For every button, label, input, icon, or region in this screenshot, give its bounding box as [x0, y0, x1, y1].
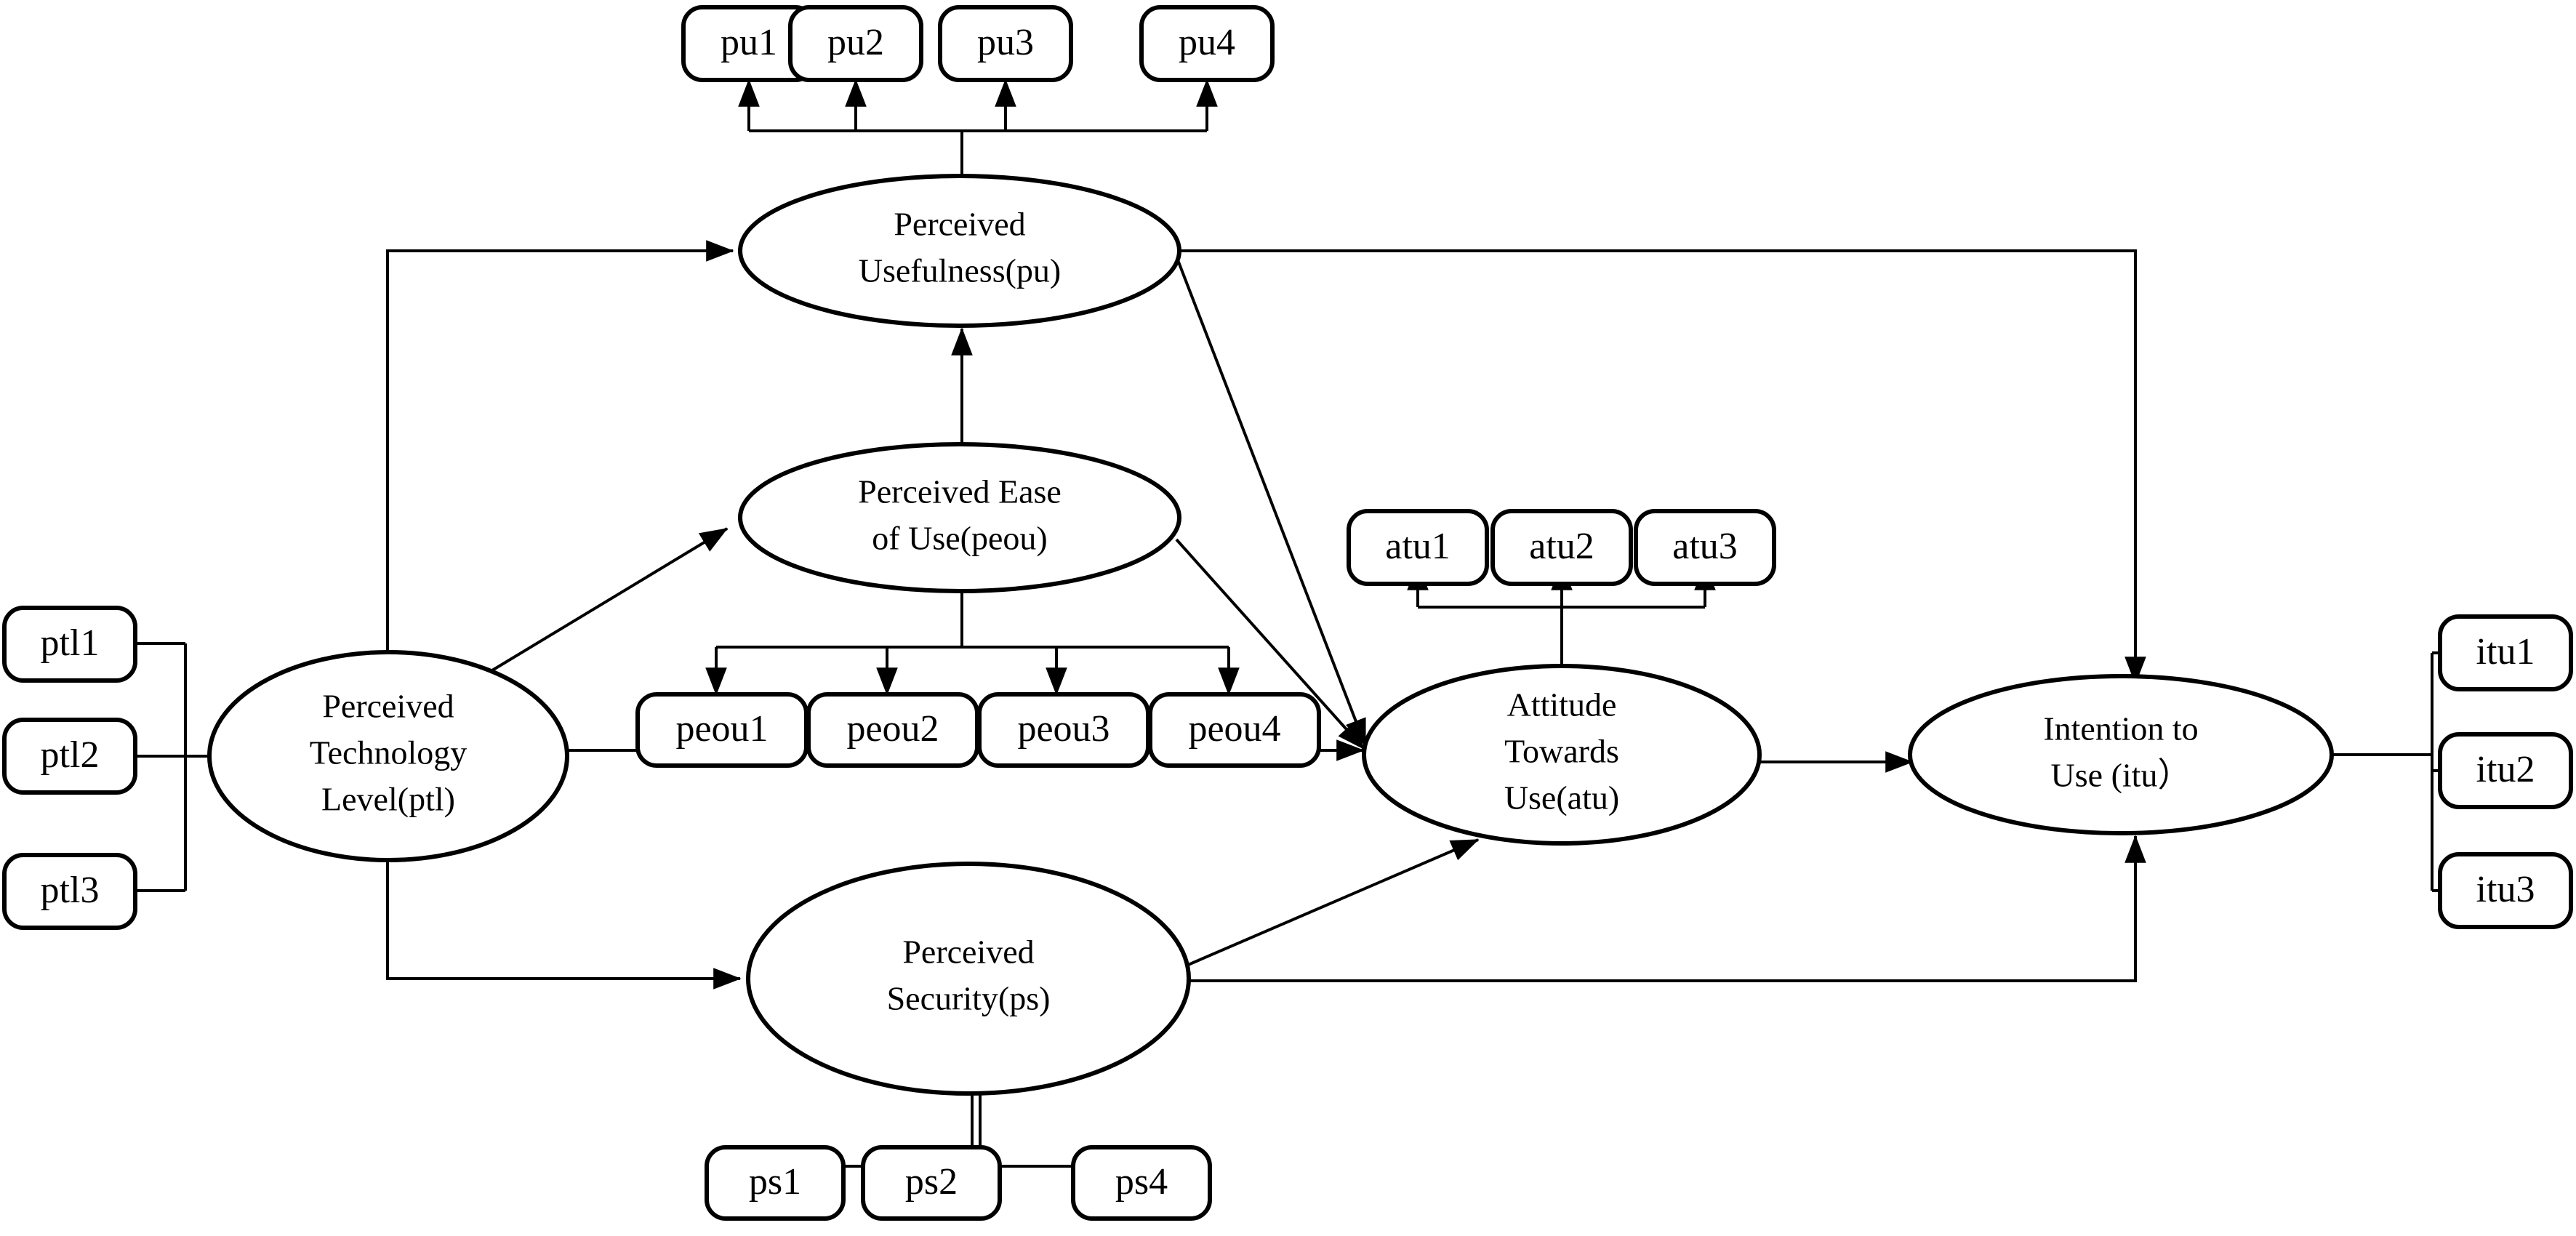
- latent-itu-line2: Use (itu）: [2051, 757, 2191, 794]
- indicator-pu3[interactable]: pu3: [938, 5, 1073, 82]
- indicator-ps4[interactable]: ps4: [1071, 1145, 1212, 1221]
- indicator-ps2-label: ps2: [905, 1161, 958, 1203]
- latent-node-pu[interactable]: Perceived Usefulness(pu): [738, 174, 1181, 328]
- indicator-atu2[interactable]: atu2: [1490, 509, 1633, 586]
- latent-pu-line1: Perceived: [894, 206, 1025, 243]
- indicator-itu2[interactable]: itu2: [2438, 732, 2573, 809]
- indicator-ptl3-label: ptl3: [41, 870, 100, 911]
- latent-atu-line3: Use(atu): [1504, 779, 1619, 816]
- path-peou-to-atu: [1175, 538, 1365, 750]
- path-ptl-to-ps: [386, 862, 742, 990]
- indicator-ptl3[interactable]: ptl3: [2, 853, 137, 930]
- latent-peou-line2: of Use(peou): [872, 520, 1047, 557]
- latent-node-itu[interactable]: Intention to Use (itu）: [1908, 674, 2334, 835]
- pu-measurement-bus: [738, 79, 1218, 177]
- indicator-atu2-label: atu2: [1529, 526, 1594, 567]
- indicator-ptl2[interactable]: ptl2: [2, 718, 137, 795]
- indicator-itu2-label: itu2: [2476, 749, 2535, 790]
- indicator-peou2[interactable]: peou2: [806, 692, 979, 768]
- latent-atu-line1: Attitude: [1507, 686, 1617, 723]
- indicator-ptl1[interactable]: ptl1: [2, 606, 137, 683]
- indicator-peou3-label: peou3: [1017, 708, 1110, 750]
- indicator-peou3[interactable]: peou3: [977, 692, 1150, 768]
- indicator-itu1[interactable]: itu1: [2438, 614, 2573, 691]
- indicator-atu3[interactable]: atu3: [1634, 509, 1776, 586]
- path-ptl-to-pu: [386, 240, 734, 654]
- latent-ptl-line3: Level(ptl): [321, 781, 455, 818]
- indicator-pu3-label: pu3: [977, 22, 1034, 63]
- latent-atu-line2: Towards: [1504, 733, 1619, 770]
- latent-pu-line2: Usefulness(pu): [859, 252, 1062, 289]
- indicator-atu1[interactable]: atu1: [1347, 509, 1489, 586]
- path-ps-to-atu: [1155, 838, 1480, 980]
- indicator-pu4-label: pu4: [1179, 22, 1235, 63]
- indicator-ps2[interactable]: ps2: [861, 1145, 1002, 1221]
- indicator-peou4[interactable]: peou4: [1148, 692, 1321, 768]
- latent-itu-line1: Intention to: [2043, 710, 2198, 747]
- path-ptl-to-peou: [487, 527, 729, 674]
- latent-ptl-line2: Technology: [310, 734, 468, 771]
- latent-ps-line2: Security(ps): [887, 980, 1051, 1017]
- latent-node-atu[interactable]: Attitude Towards Use(atu): [1362, 664, 1762, 846]
- latent-ptl-line1: Perceived: [322, 688, 454, 725]
- indicator-peou2-label: peou2: [846, 708, 939, 750]
- indicator-itu3-label: itu3: [2476, 869, 2535, 910]
- indicator-pu2[interactable]: pu2: [788, 5, 923, 82]
- path-ps-to-itu: [1152, 835, 2146, 982]
- indicator-ps1[interactable]: ps1: [705, 1145, 846, 1221]
- indicator-pu1[interactable]: pu1: [681, 5, 816, 82]
- latent-peou-line1: Perceived Ease: [858, 473, 1062, 510]
- indicator-pu2-label: pu2: [827, 22, 884, 63]
- latent-node-ps[interactable]: Perceived Security(ps): [746, 862, 1191, 1096]
- indicator-itu1-label: itu1: [2476, 631, 2535, 673]
- indicator-ptl1-label: ptl1: [41, 622, 100, 664]
- latent-ps-line1: Perceived: [902, 934, 1034, 971]
- indicator-ps1-label: ps1: [749, 1161, 801, 1203]
- indicator-atu1-label: atu1: [1385, 526, 1450, 567]
- latent-node-ptl[interactable]: Perceived Technology Level(ptl): [207, 650, 569, 862]
- indicator-peou1-label: peou1: [675, 708, 768, 750]
- indicator-pu1-label: pu1: [721, 22, 777, 63]
- path-pu-to-itu: [1178, 249, 2146, 685]
- indicator-ptl2-label: ptl2: [41, 734, 100, 776]
- indicator-pu4[interactable]: pu4: [1139, 5, 1275, 82]
- indicator-ps4-label: ps4: [1115, 1161, 1168, 1203]
- indicator-atu3-label: atu3: [1672, 526, 1738, 567]
- indicator-itu3[interactable]: itu3: [2438, 852, 2573, 929]
- peou-measurement-bus: [705, 590, 1240, 696]
- indicator-peou1[interactable]: peou1: [635, 692, 808, 768]
- path-pu-to-atu: [1174, 254, 1367, 747]
- indicator-peou4-label: peou4: [1188, 708, 1280, 750]
- latent-node-peou[interactable]: Perceived Ease of Use(peou): [738, 442, 1181, 593]
